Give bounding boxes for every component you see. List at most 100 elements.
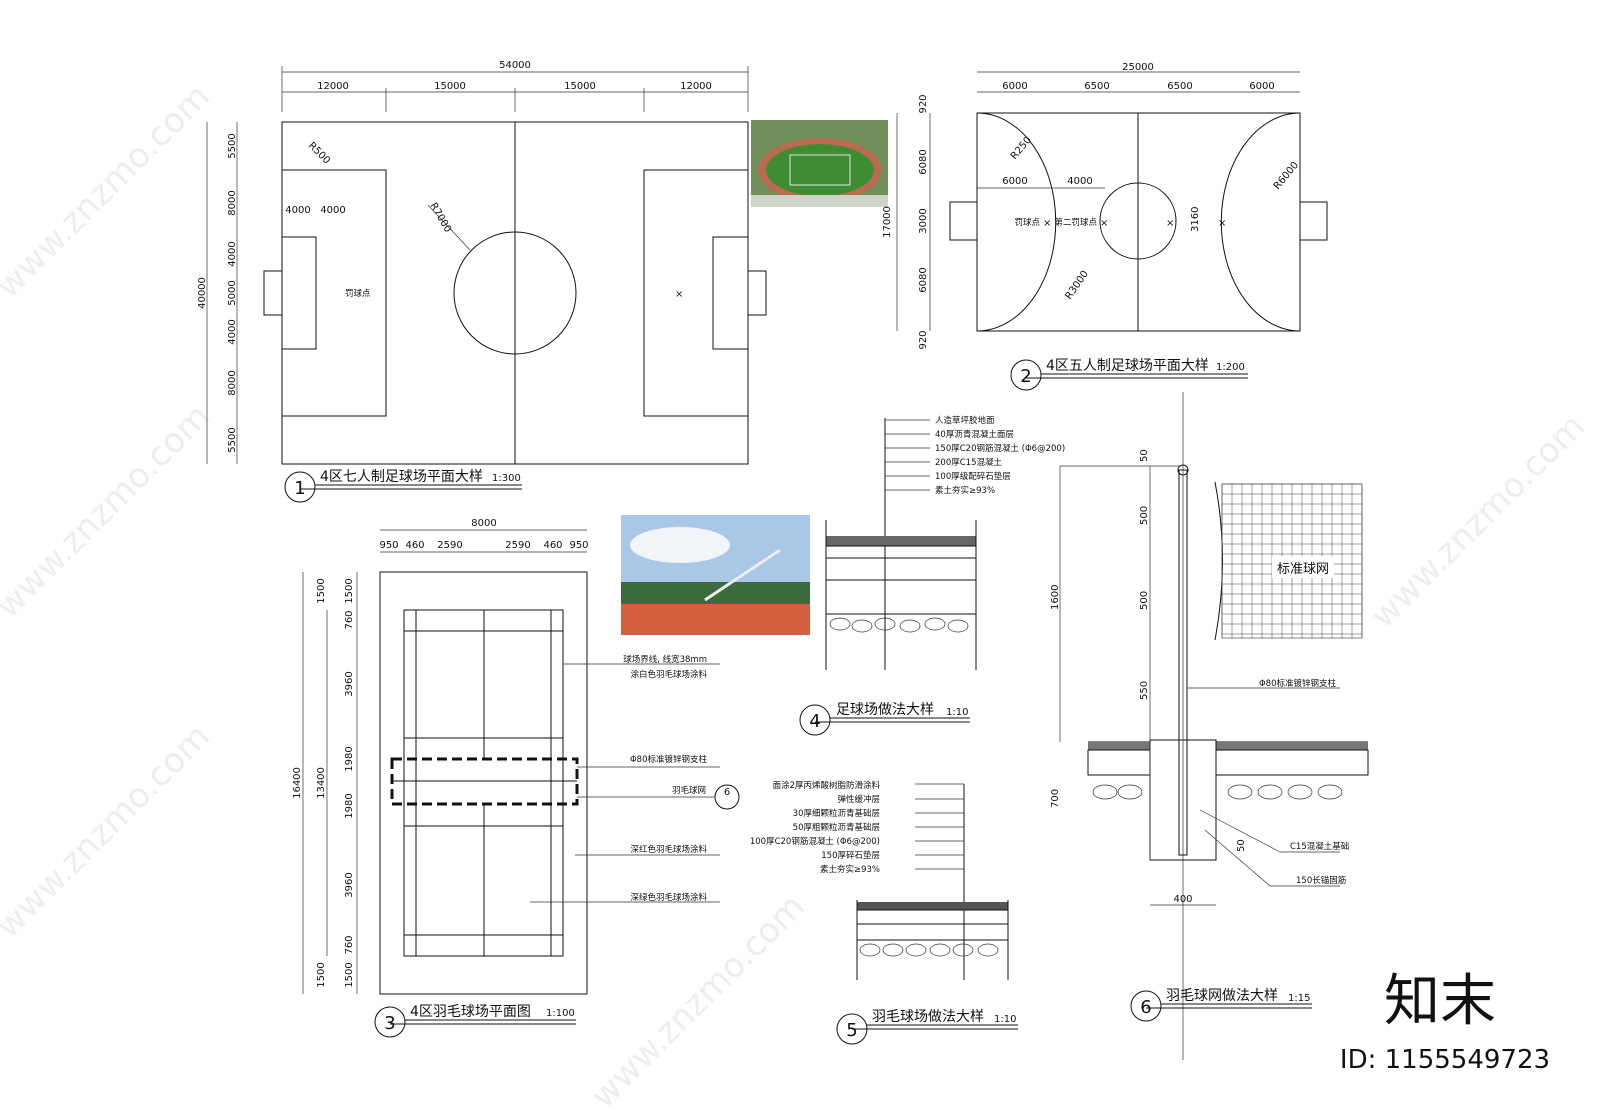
dim: 2590 xyxy=(505,540,530,551)
svg-text:www.znzmo.com: www.znzmo.com xyxy=(583,886,813,1116)
dim: 760 xyxy=(344,610,355,629)
dim: 1500 xyxy=(344,962,355,987)
dim: 12000 xyxy=(680,81,712,92)
callout: C15混凝土基础 xyxy=(1290,841,1349,852)
radius-label: R500 xyxy=(306,140,332,166)
layer-note: 人造草坪胶地面 xyxy=(935,415,995,426)
callout: 羽毛球网 xyxy=(672,785,706,796)
penalty-mark-icon: × xyxy=(1218,218,1226,229)
radius-label: R6000 xyxy=(1272,160,1301,192)
dim-total: 40000 xyxy=(197,277,208,309)
dim: 4000 xyxy=(1067,176,1092,187)
svg-text:www.znzmo.com: www.znzmo.com xyxy=(0,76,218,306)
dim: 920 xyxy=(918,330,929,349)
dim: 6000 xyxy=(1249,81,1274,92)
drawing-number: 2 xyxy=(1020,366,1031,387)
drawing-scale: 1:10 xyxy=(994,1014,1016,1025)
penalty-spot-label: 罚球点 xyxy=(345,288,371,299)
drawing-title: 羽毛球网做法大样 xyxy=(1166,988,1278,1004)
net-label: 标准球网 xyxy=(1277,562,1329,577)
drawing-scale: 1:200 xyxy=(1216,362,1245,373)
penalty-mark-icon: × xyxy=(1100,218,1108,229)
dim: 1980 xyxy=(344,793,355,818)
dim: 6080 xyxy=(918,149,929,174)
dim: 500 xyxy=(1139,591,1150,610)
dim: 500 xyxy=(1139,506,1150,525)
dim: 6000 xyxy=(1002,176,1027,187)
callout: Φ80标准镀锌钢支柱 xyxy=(1259,678,1337,689)
dim: 5500 xyxy=(227,427,238,452)
dim: 2590 xyxy=(437,540,462,551)
dim: 5000 xyxy=(227,280,238,305)
dim: 6080 xyxy=(918,267,929,292)
penalty-spot-label: 罚球点 xyxy=(1014,217,1040,228)
dim: 4000 xyxy=(227,319,238,344)
dim: 12000 xyxy=(317,81,349,92)
dim: 8000 xyxy=(227,190,238,215)
layer-note: 40厚沥青混凝土面层 xyxy=(935,429,1014,440)
dim: 1500 xyxy=(316,962,327,987)
dim: 15000 xyxy=(564,81,596,92)
layer-note: 素土夯实≥93% xyxy=(820,864,880,875)
dim: 460 xyxy=(405,540,424,551)
badminton-court-photo xyxy=(621,515,810,635)
dim: 6500 xyxy=(1167,81,1192,92)
callout: 球场界线, 线宽38mm xyxy=(623,654,707,665)
layer-note: 150厚碎石垫层 xyxy=(821,850,880,861)
dim: 4000 xyxy=(285,205,310,216)
drawing-scale: 1:10 xyxy=(946,707,968,718)
dim: 1600 xyxy=(1050,585,1061,610)
dim-total: 8000 xyxy=(471,518,496,529)
dim: 550 xyxy=(1139,681,1150,700)
layer-note: 150厚C20钢筋混凝土 (Φ6@200) xyxy=(935,443,1065,454)
layer-note: 50厚粗颗粒沥青基础层 xyxy=(793,822,880,833)
watermark-logo: 知末 ID: 1155549723 xyxy=(1340,969,1550,1075)
layer-note: 弹性缓冲层 xyxy=(837,794,880,805)
dim: 50 xyxy=(1236,839,1247,852)
dim-total: 54000 xyxy=(499,60,531,71)
dim: 1500 xyxy=(316,578,327,603)
radius-label: R3000 xyxy=(1063,269,1091,302)
drawing-title: 4区五人制足球场平面大样 xyxy=(1046,358,1209,374)
dim-total: 16400 xyxy=(292,767,303,799)
layer-note: 200厚C15混凝土 xyxy=(935,457,1002,468)
callout: 涂白色羽毛球场涂料 xyxy=(630,669,707,680)
callout: 深绿色羽毛球场涂料 xyxy=(630,892,707,903)
dim: 700 xyxy=(1050,789,1061,808)
dim: 920 xyxy=(918,94,929,113)
drawing-title: 4区羽毛球场平面图 xyxy=(410,1004,531,1020)
dim-total: 17000 xyxy=(882,206,893,238)
drawing-scale: 1:100 xyxy=(546,1008,575,1019)
layer-note: 面涂2厚丙烯酸树脂防滑涂料 xyxy=(773,780,881,791)
drawing-1-seven-a-side-field: 54000 12000 15000 15000 12000 40000 5500… xyxy=(197,60,767,503)
dim-total: 25000 xyxy=(1122,62,1154,73)
dim: 6000 xyxy=(1002,81,1027,92)
drawing-6-net-post-detail: 标准球网 50 500 500 550 1600 700 400 50 Φ80标… xyxy=(1050,392,1369,1060)
drawing-title: 羽毛球场做法大样 xyxy=(872,1009,984,1025)
dim: 4000 xyxy=(227,241,238,266)
watermark-brand: 知末 xyxy=(1384,969,1496,1034)
dim-total: 13400 xyxy=(316,767,327,799)
detail-reference: 6 xyxy=(724,787,730,798)
radius-label: R250 xyxy=(1009,135,1034,162)
callout: Φ80标准镀锌钢支柱 xyxy=(630,754,708,765)
dim: 50 xyxy=(1139,449,1150,462)
drawing-number: 5 xyxy=(846,1020,857,1041)
dim: 5500 xyxy=(227,133,238,158)
drawing-scale: 1:15 xyxy=(1288,993,1310,1004)
svg-text:www.znzmo.com: www.znzmo.com xyxy=(0,396,218,626)
dim: 4000 xyxy=(320,205,345,216)
drawing-2-five-a-side-field: 25000 6000 6500 6500 6000 17000 920 6080… xyxy=(882,62,1328,391)
layer-note: 30厚细颗粒沥青基础层 xyxy=(793,808,880,819)
callout: 深红色羽毛球场涂料 xyxy=(630,844,707,855)
drawing-3-badminton-court: 8000 950 460 2590 2590 460 950 16400 134… xyxy=(292,518,740,1038)
dim: 3960 xyxy=(344,671,355,696)
layer-note: 100厚C20钢筋混凝土 (Φ6@200) xyxy=(750,836,880,847)
drawing-title: 4区七人制足球场平面大样 xyxy=(320,469,483,485)
svg-text:www.znzmo.com: www.znzmo.com xyxy=(1363,406,1593,636)
layer-note: 100厚级配碎石垫层 xyxy=(935,471,1011,482)
dim: 15000 xyxy=(434,81,466,92)
second-penalty-spot-label: 第二罚球点 xyxy=(1054,217,1097,228)
dim: 3000 xyxy=(918,208,929,233)
svg-text:www.znzmo.com: www.znzmo.com xyxy=(0,716,218,946)
